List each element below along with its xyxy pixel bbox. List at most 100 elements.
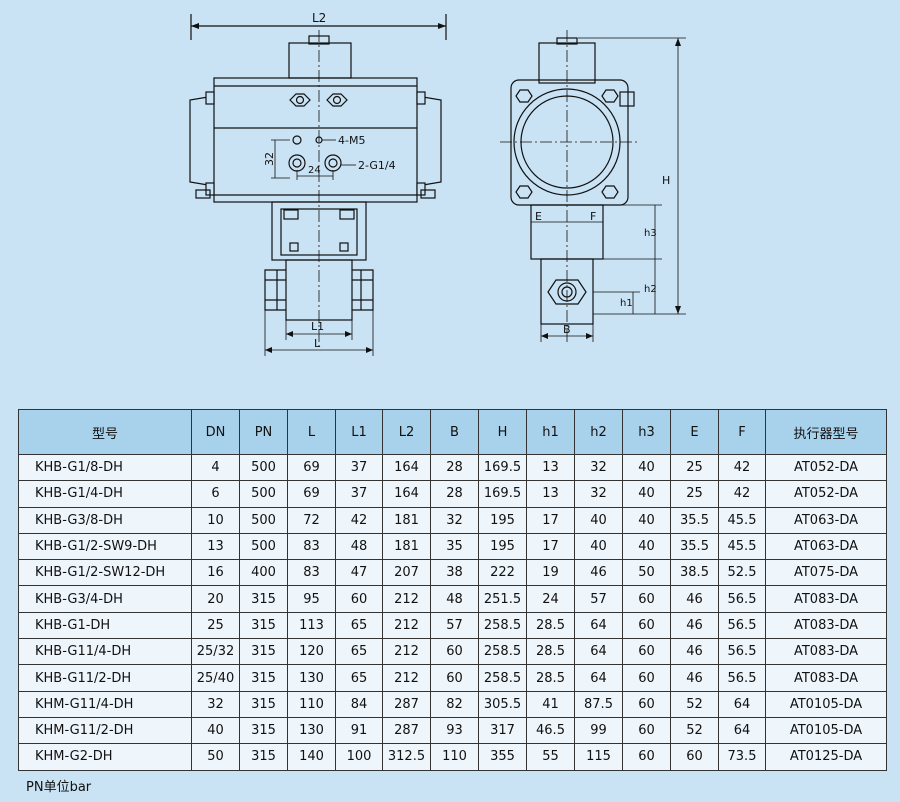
table-cell: 60 [430,638,479,666]
table-cell: 500 [239,532,288,561]
table-cell: 65 [335,638,383,666]
table-cell: 222 [478,559,527,587]
column-header: H [478,409,527,455]
model-cell: KHB-G3/8-DH [18,506,192,534]
table-cell: 207 [382,559,431,587]
table-cell: 20 [191,585,240,613]
table-cell: 72 [287,506,336,534]
table-cell: 83 [287,532,336,561]
table-cell: 55 [526,743,575,771]
table-cell: 41 [526,690,575,718]
table-cell: 35.5 [670,506,719,534]
table-cell: 212 [382,585,431,613]
table-cell: 355 [478,743,527,771]
table-cell: 100 [335,743,383,771]
model-cell: KHB-G3/4-DH [18,585,192,613]
table-cell: AT075-DA [765,559,887,587]
table-cell: 4 [191,453,240,482]
table-cell: 56.5 [718,638,766,666]
table-cell: AT0125-DA [765,743,887,771]
table-cell: AT083-DA [765,638,887,666]
label-h3: h3 [644,228,657,239]
table-cell: 400 [239,559,288,587]
column-header: E [670,409,719,455]
column-header: 执行器型号 [765,409,887,455]
table-cell: 60 [622,716,671,745]
table-cell: 37 [335,453,383,482]
table-cell: 47 [335,559,383,587]
table-cell: 258.5 [478,611,527,640]
label-port-thread: 2-G1/4 [358,159,396,172]
table-cell: 48 [335,532,383,561]
table-cell: AT052-DA [765,480,887,508]
table-cell: 113 [287,611,336,640]
table-cell: 48 [430,585,479,613]
table-cell: 52 [670,690,719,718]
table-cell: 28 [430,480,479,508]
table-cell: 73.5 [718,743,766,771]
column-header: 型号 [18,409,192,455]
table-cell: AT052-DA [765,453,887,482]
label-dim-32: 32 [263,152,276,166]
table-cell: 315 [239,638,288,666]
table-cell: 60 [622,690,671,718]
table-cell: 140 [287,743,336,771]
table-cell: 315 [239,664,288,692]
table-cell: 40 [622,532,671,561]
table-cell: 169.5 [478,480,527,508]
table-cell: 110 [430,743,479,771]
table-cell: 28.5 [526,611,575,640]
model-cell: KHM-G11/2-DH [18,716,192,745]
table-cell: 45.5 [718,506,766,534]
table-cell: 13 [526,453,575,482]
table-cell: 46.5 [526,716,575,745]
table-cell: 164 [382,480,431,508]
model-cell: KHB-G1/2-SW12-DH [18,559,192,587]
column-header: h2 [574,409,623,455]
table-cell: 99 [574,716,623,745]
table-cell: 25 [191,611,240,640]
table-cell: 130 [287,716,336,745]
label-e: E [535,210,542,223]
table-cell: 42 [335,506,383,534]
column-header: L [287,409,336,455]
table-cell: 64 [574,611,623,640]
table-cell: 32 [574,453,623,482]
table-cell: 212 [382,664,431,692]
table-cell: 181 [382,506,431,534]
table-cell: 16 [191,559,240,587]
table-cell: 305.5 [478,690,527,718]
table-cell: 42 [718,453,766,482]
table-cell: 57 [574,585,623,613]
table-cell: 315 [239,716,288,745]
model-cell: KHB-G11/2-DH [18,664,192,692]
table-cell: 312.5 [382,743,431,771]
table-cell: 60 [622,585,671,613]
table-cell: 164 [382,453,431,482]
table-cell: 60 [622,743,671,771]
table-cell: 93 [430,716,479,745]
table-cell: 40 [191,716,240,745]
column-header: F [718,409,766,455]
label-h1: h1 [620,298,633,309]
table-cell: 60 [622,664,671,692]
table-cell: 6 [191,480,240,508]
table-cell: 56.5 [718,611,766,640]
technical-drawing: L2 4-M5 2-G1/4 32 24 L1 L H E F h3 h2 h1… [189,11,686,356]
table-cell: 64 [574,638,623,666]
table-cell: 500 [239,453,288,482]
column-header: L1 [335,409,383,455]
label-b: B [563,323,571,336]
table-cell: 91 [335,716,383,745]
table-cell: 25/32 [191,638,240,666]
table-cell: 50 [622,559,671,587]
table-cell: 169.5 [478,453,527,482]
